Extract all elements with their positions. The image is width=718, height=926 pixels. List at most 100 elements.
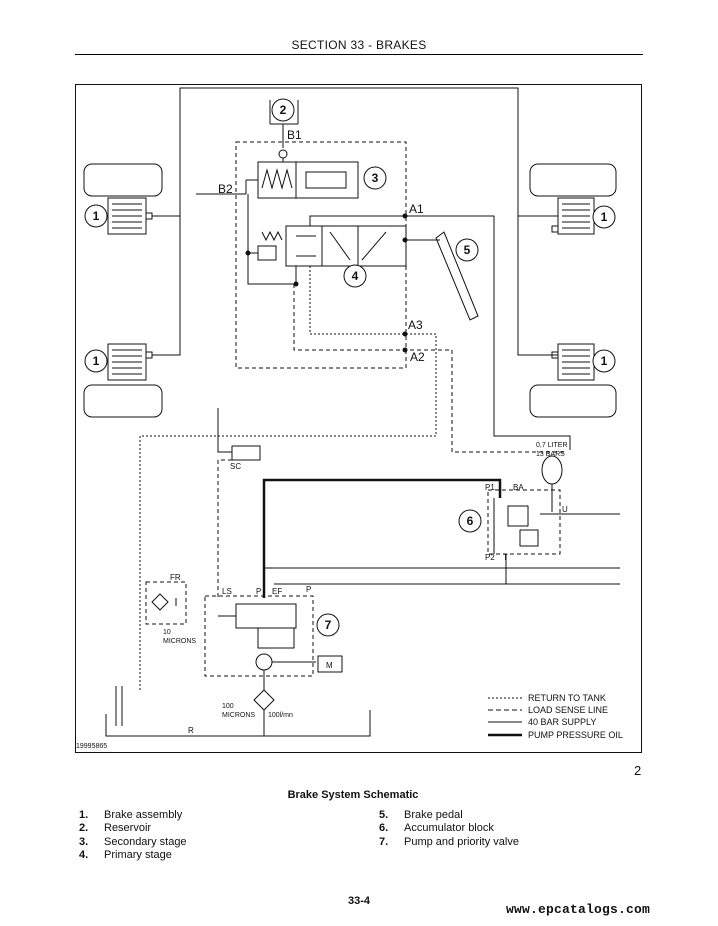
schematic-frame [75,84,642,753]
brake-pedal [435,231,479,321]
callout-1-label: 1 [601,354,608,368]
legend-item: 7. Pump and priority valve [379,836,519,849]
callout-3 [363,166,387,190]
callout-2 [271,98,295,122]
legend-number: 5. [379,809,389,821]
pump-priority-valve-boundary [204,595,314,677]
legend-label: Reservoir [104,822,152,835]
port-fr: FR [170,573,181,582]
callout-1-label: 1 [93,354,100,368]
port-p1: P1 [485,483,495,492]
legend-number: 1. [79,809,89,821]
callout-5 [455,238,479,262]
callout-7 [316,613,340,637]
port-p: P [306,585,311,594]
fr-filter-note-1: 10 [163,629,171,636]
figure-caption: Brake System Schematic [287,789,419,801]
wheel-right-front [529,163,617,197]
header-rule [75,54,643,55]
port-b1: B1 [287,128,302,142]
pump [255,653,273,671]
line-legend [488,697,522,737]
port-a3: A3 [408,318,423,332]
legend-label: Accumulator block [404,822,494,835]
legend-item: 4. Primary stage [79,849,187,862]
legend-label: Brake assembly [104,809,183,821]
accumulator-note-1: 0,7 LITER [536,442,568,449]
legend-pump-label: PUMP PRESSURE OIL [528,730,623,740]
legend-label: Secondary stage [104,835,187,848]
callout-2-label: 2 [280,103,287,117]
port-p-small: P [256,587,261,596]
primary-stage [285,225,407,267]
callout-1-left-rear [84,349,108,373]
callout-1-left-front [84,204,108,228]
legend-number: 3. [79,835,89,848]
legend-number: 4. [79,848,89,861]
watermark-link[interactable]: www.epcatalogs.com [506,902,651,917]
legend-load-sense-label: LOAD SENSE LINE [528,705,608,715]
legend-item: 3. Secondary stage [79,836,187,849]
callout-5-label: 5 [464,243,471,257]
legend-supply-label: 40 BAR SUPPLY [528,717,596,727]
legend-item: 5. Brake pedal [379,809,519,822]
section-header: SECTION 33 - BRAKES [291,38,427,52]
sc-valve [231,445,261,461]
port-b2: B2 [218,182,233,196]
port-a2: A2 [410,350,425,364]
port-u: U [562,505,568,514]
accumulator [541,455,563,485]
brake-assembly-right-rear [551,343,595,381]
figure-number: 2 [634,763,642,778]
callout-6-label: 6 [467,514,474,528]
suction-filter [253,689,275,711]
port-ef: EF [272,587,282,596]
wheel-right-rear [529,384,617,418]
main-filter-note-1: 100 [222,703,234,710]
motor-label: M [326,661,333,670]
callout-3-label: 3 [372,171,379,185]
legend-label: Primary stage [104,848,172,861]
port-t: T [503,553,508,562]
accumulator-note-2: 13 BARS [536,451,565,458]
brake-assembly-left-front [107,197,153,235]
legend-number: 2. [79,822,89,835]
port-ba: BA [513,483,524,492]
drawing-id: 19995865 [76,743,107,750]
secondary-stage [257,161,359,199]
page-number: 33-4 [347,895,371,907]
legend-return-label: RETURN TO TANK [528,693,606,703]
wheel-left-rear [83,384,163,418]
fr-filter-boundary [145,581,187,625]
main-filter-note-2: MICRONS [222,712,255,719]
callout-1-label: 1 [601,210,608,224]
port-r: R [188,726,194,735]
legend-item: 1. Brake assembly [79,809,187,822]
motor [317,655,343,673]
brake-assembly-left-rear [107,343,153,381]
callout-1-right-front [592,205,616,229]
fr-filter-note-2: MICRONS [163,638,196,645]
accumulator-block [487,489,561,555]
callout-4 [343,264,367,288]
parts-legend-left: 1. Brake assembly 2. Reservoir 3. Secondary… [79,809,187,862]
legend-label: Pump and priority valve [404,835,519,848]
port-sc: SC [230,462,241,471]
port-p2: P2 [485,553,495,562]
brake-assembly-right-front [551,197,595,235]
callout-1-label: 1 [93,209,100,223]
port-ls: LS [222,587,232,596]
legend-number: 6. [379,822,389,835]
callout-4-label: 4 [352,269,359,283]
parts-legend-right: 5. Brake pedal 6. Accumulator block 7. Pump… [379,809,519,849]
legend-number: 7. [379,835,389,848]
callout-7-label: 7 [325,618,332,632]
legend-label: Brake pedal [404,809,463,821]
wheel-left-front [83,163,163,197]
legend-item: 2. Reservoir [79,822,187,835]
port-a1: A1 [409,202,424,216]
callout-6 [458,509,482,533]
callout-1-right-rear [592,349,616,373]
pump-flow-note: 100l/mn [268,712,293,719]
